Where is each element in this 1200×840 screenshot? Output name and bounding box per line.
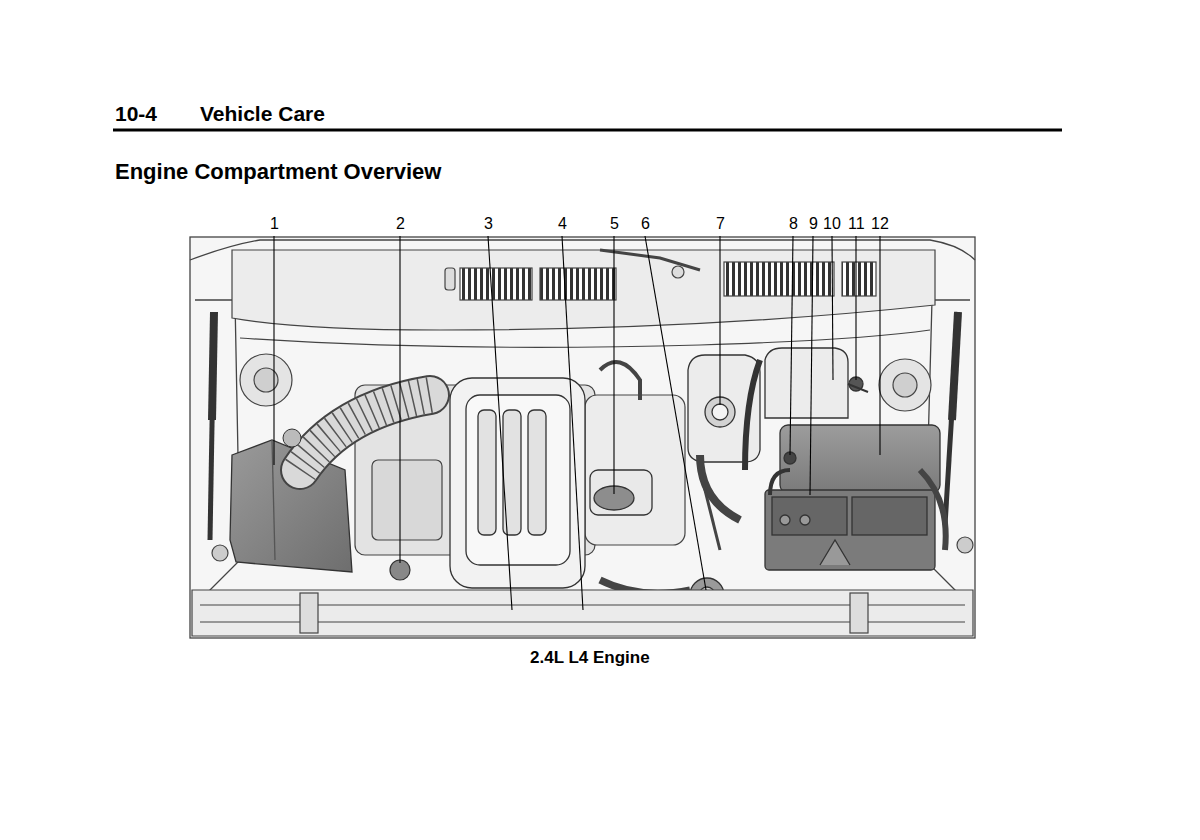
hood-struts	[945, 312, 958, 525]
engine-bay-frame	[190, 237, 975, 638]
callout-number: 8	[789, 215, 798, 233]
engine-cover	[450, 378, 585, 588]
intake-duct	[300, 395, 430, 470]
engine-block	[585, 395, 685, 545]
hoses	[920, 470, 946, 550]
engine-cover	[466, 395, 570, 565]
intake-duct	[283, 395, 430, 470]
callout-number: 4	[558, 215, 567, 233]
battery	[765, 470, 935, 570]
header-rule	[113, 130, 1062, 131]
engine-cover	[478, 410, 496, 535]
header-rule	[113, 129, 1062, 132]
figure-caption: 2.4L L4 Engine	[530, 648, 650, 668]
engine-block	[600, 362, 640, 400]
intake-duct	[283, 429, 301, 447]
leader-lines	[399, 236, 400, 563]
hoses	[700, 455, 740, 520]
intake-duct	[300, 395, 430, 470]
leader-lines	[488, 236, 512, 610]
strut-towers	[893, 373, 917, 397]
section-title: Engine Compartment Overview	[115, 159, 441, 184]
battery	[800, 515, 810, 525]
callout-number: 12	[871, 215, 889, 233]
intake-duct	[300, 395, 430, 470]
battery	[780, 515, 790, 525]
battery	[770, 470, 790, 495]
leader-lines	[562, 236, 583, 610]
coolant-reservoir	[848, 384, 868, 392]
leader-lines	[879, 236, 880, 455]
leader-lines	[719, 236, 720, 405]
chapter-name: Vehicle Care	[200, 102, 325, 126]
fuse-block	[780, 425, 940, 493]
radiator-support	[192, 537, 973, 636]
radiator-support	[850, 593, 868, 633]
brake-fluid-reservoir	[712, 404, 728, 420]
leader-lines	[273, 236, 274, 465]
cowl-panel	[445, 268, 455, 290]
leader-lines	[645, 236, 706, 590]
cowl-panel	[240, 330, 930, 347]
radiator-support	[957, 537, 973, 553]
strut-towers	[879, 359, 931, 411]
oil-fill-cap	[590, 470, 652, 515]
leader-lines	[274, 236, 880, 610]
strut-towers	[240, 354, 292, 406]
page-number: 10-4	[115, 102, 157, 126]
hood-struts	[212, 312, 214, 420]
engine-block	[372, 460, 442, 540]
leader-lines	[832, 236, 833, 380]
callout-number: 11	[848, 215, 865, 233]
cowl-panel	[672, 266, 684, 278]
callout-number: 3	[484, 215, 493, 233]
fuse-block	[780, 425, 940, 493]
hoses	[600, 455, 946, 600]
battery	[772, 497, 847, 535]
battery	[765, 490, 935, 570]
cowl-panel	[232, 250, 935, 330]
oil-fill-cap	[590, 470, 652, 515]
callout-number: 7	[716, 215, 725, 233]
engine-bay-frame	[190, 237, 975, 638]
hoses	[700, 470, 720, 550]
leader-lines	[855, 236, 856, 380]
callout-number: 1	[270, 215, 279, 233]
hood-struts	[210, 312, 214, 540]
radiator-support	[212, 545, 228, 561]
cowl-panel	[842, 262, 876, 296]
battery	[852, 497, 927, 535]
battery	[820, 540, 850, 565]
leader-lines	[613, 236, 614, 494]
cowl-panel	[232, 250, 935, 347]
cowl-panel	[724, 262, 834, 296]
callout-number: 5	[610, 215, 619, 233]
coolant-reservoir	[765, 348, 848, 418]
callout-number: 6	[641, 215, 650, 233]
callout-number: 10	[823, 215, 841, 233]
engine-cover	[528, 410, 546, 535]
cowl-panel	[460, 268, 532, 300]
engine-cover	[450, 378, 585, 588]
leader-lines	[790, 236, 793, 455]
callout-number: 9	[809, 215, 818, 233]
leader-lines	[810, 236, 813, 495]
hood-struts	[952, 312, 958, 420]
radiator-support	[300, 593, 318, 633]
callout-number: 2	[396, 215, 405, 233]
engine-bay-frame	[195, 300, 240, 600]
cowl-panel	[540, 268, 616, 300]
coolant-reservoir	[745, 360, 760, 470]
